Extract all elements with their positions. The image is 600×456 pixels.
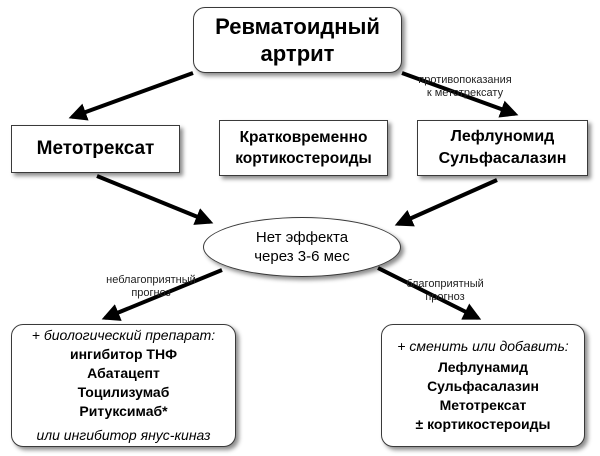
contraindications-line2: к метотрексату [426,87,504,99]
change-or-add-node: + сменить или добавить: Лефлунамид Сульф… [381,324,585,447]
change-header: + сменить или добавить: [397,338,569,354]
biologic-header: + биологический препарат: [31,327,216,343]
contraindications-label: противопоказания к метотрексату [413,74,517,100]
arrow-no-effect-to-change [377,266,482,320]
favorable-prognosis-label: благоприятный прогноз [397,278,493,304]
root-node-rheumatoid-arthritis: Ревматоидный артрит [193,7,402,73]
favorable-line1: благоприятный [406,278,484,290]
biologic-item: Ритуксимаб* [79,403,168,419]
unfavorable-line1: неблагоприятный [106,274,196,286]
biologic-node: + биологический препарат: ингибитор ТНФ … [11,324,236,447]
biologic-footer: или ингибитор янус-киназ [36,427,211,443]
root-line2: артрит [260,41,335,66]
unfavorable-line2: прогноз [131,287,171,299]
no-effect-line2: через 3-6 мес [254,248,350,265]
no-effect-line1: Нет эффекта [255,229,349,246]
arrow-root-to-leflunomide [401,71,519,118]
biologic-item: Абатацепт [87,365,160,381]
methotrexate-node: Метотрексат [11,125,180,173]
favorable-line2: прогноз [425,291,465,303]
leflunomide-line1: Лефлуномид [450,128,555,145]
arrow-methotrexate-to-no-effect [96,174,214,225]
leflunomide-line2: Сульфасалазин [438,150,567,167]
change-item: Метотрексат [439,397,527,413]
change-item: Лефлунамид [437,359,529,375]
arrow-root-to-methotrexate [68,71,194,121]
no-effect-node: Нет эффекта через 3-6 мес [203,217,401,277]
unfavorable-prognosis-label: неблагоприятный прогноз [96,274,206,300]
root-line1: Ревматоидный [215,14,380,39]
methotrexate-label: Метотрексат [36,138,155,159]
corticosteroids-node: Кратковременно кортикостероиды [219,120,388,176]
change-item: ± кортикостероиды [415,416,551,432]
change-item: Сульфасалазин [427,378,539,394]
contraindications-line1: противопоказания [418,74,512,86]
biologic-item: Тоцилизумаб [77,384,170,400]
corticosteroids-line1: Кратковременно [239,129,368,146]
arrow-leflunomide-to-no-effect [394,178,498,227]
biologic-item: ингибитор ТНФ [69,346,178,362]
arrow-no-effect-to-biologic [101,268,223,321]
leflunomide-node: Лефлуномид Сульфасалазин [417,120,588,176]
corticosteroids-line2: кортикостероиды [235,150,372,167]
